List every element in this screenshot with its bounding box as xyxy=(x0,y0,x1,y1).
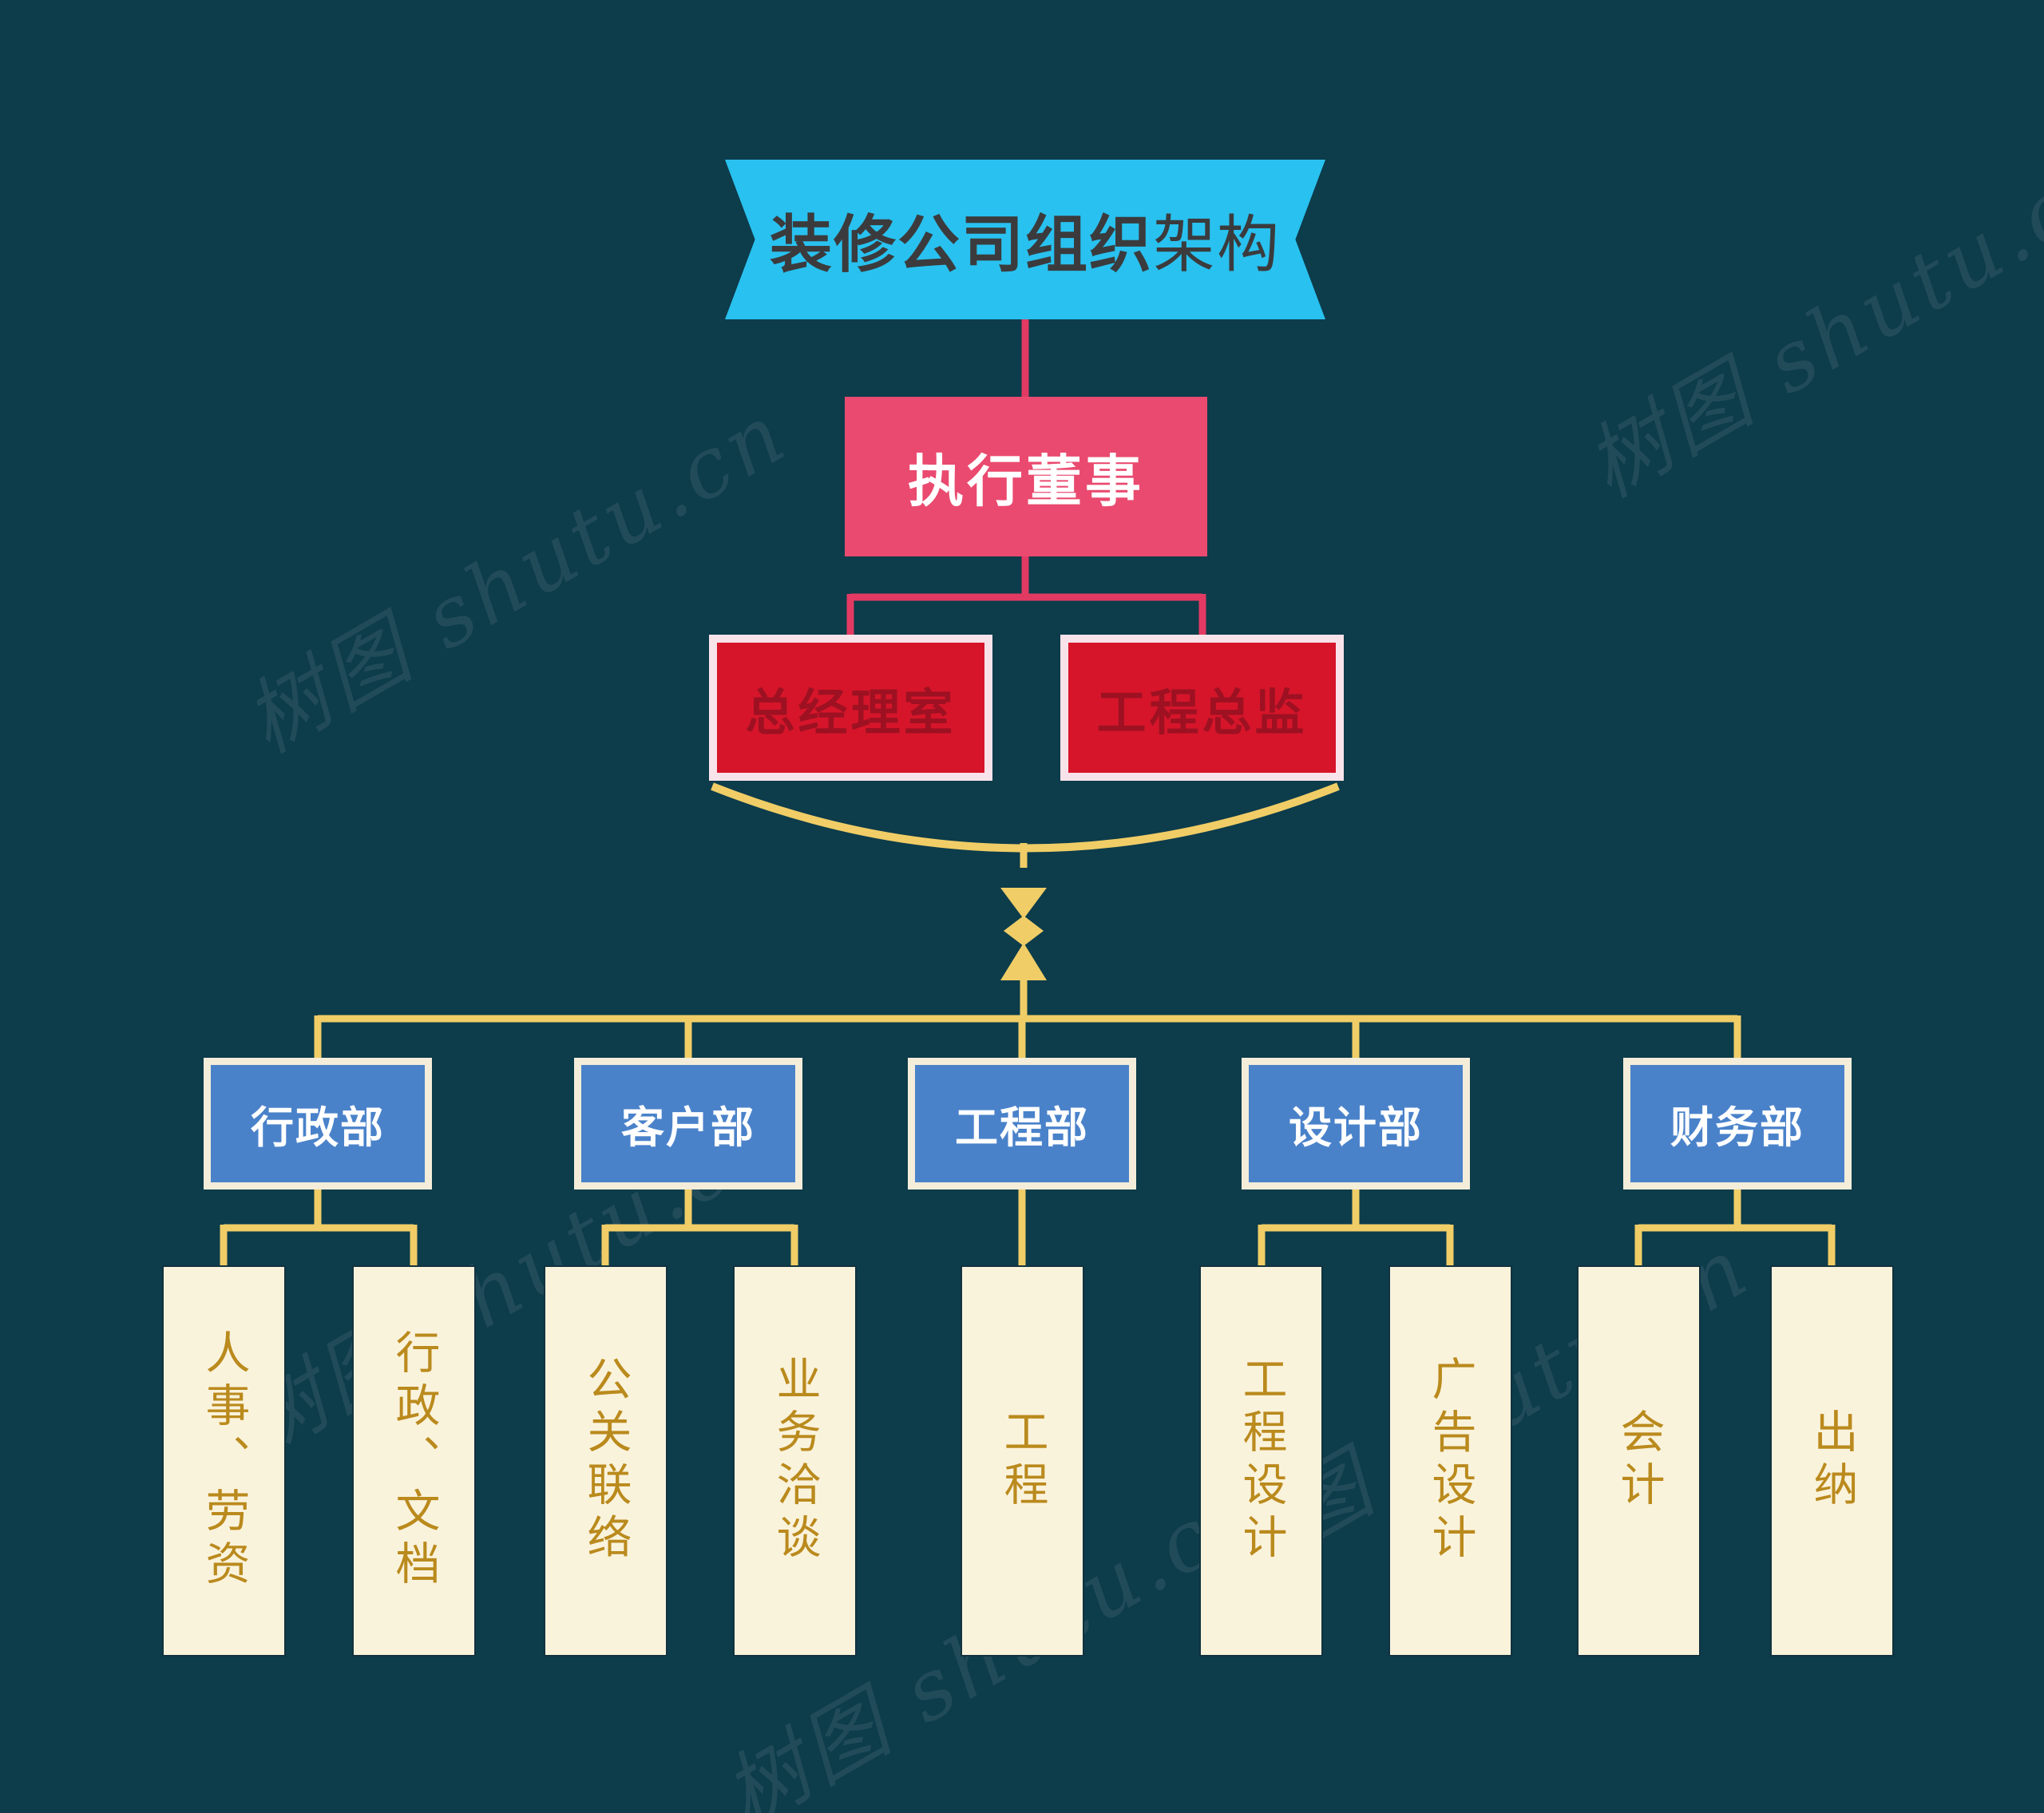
title-banner[interactable]: 装修公司组织架构 xyxy=(725,160,1325,319)
node-label: 行政、文档 xyxy=(388,1329,440,1593)
node-label: 总经理室 xyxy=(745,683,957,742)
node-dept-customer[interactable]: 客户部 xyxy=(574,1058,802,1190)
node-label: 工程部 xyxy=(955,1102,1089,1153)
node-dept-finance[interactable]: 财务部 xyxy=(1623,1058,1852,1190)
node-dept-engineering[interactable]: 工程部 xyxy=(908,1058,1136,1190)
node-engineering-design[interactable]: 工程设计 xyxy=(1199,1265,1323,1657)
node-dept-design[interactable]: 设计部 xyxy=(1242,1058,1470,1190)
node-label: 人事、劳资 xyxy=(198,1329,250,1593)
node-general-manager-office[interactable]: 总经理室 xyxy=(709,635,992,781)
node-admin-documents[interactable]: 行政、文档 xyxy=(352,1265,476,1657)
node-executive-director[interactable]: 执行董事 xyxy=(845,397,1207,556)
node-label: 工程设计 xyxy=(1235,1356,1287,1566)
gold-connectors xyxy=(220,782,1836,1267)
node-label: 设计部 xyxy=(1289,1102,1423,1153)
node-public-relations[interactable]: 公关联络 xyxy=(544,1265,667,1657)
hourglass-icon xyxy=(1000,888,1047,980)
node-label: 会计 xyxy=(1613,1408,1665,1514)
node-label: 公关联络 xyxy=(580,1356,632,1566)
node-label: 财务部 xyxy=(1670,1102,1804,1153)
node-label: 出纳 xyxy=(1806,1408,1858,1514)
title-text-bold: 装修公司组织 xyxy=(769,209,1153,281)
title-text-regular: 架构 xyxy=(1153,209,1281,281)
node-label: 广告设计 xyxy=(1424,1356,1476,1566)
node-personnel-labor[interactable]: 人事、劳资 xyxy=(162,1265,286,1657)
node-advertising-design[interactable]: 广告设计 xyxy=(1388,1265,1512,1657)
node-chief-engineer[interactable]: 工程总监 xyxy=(1060,635,1344,781)
node-label: 业务洽谈 xyxy=(769,1356,821,1566)
node-label: 客户部 xyxy=(621,1102,755,1153)
node-engineering[interactable]: 工程 xyxy=(961,1265,1084,1657)
node-label: 工程 xyxy=(996,1408,1048,1514)
pink-connectors xyxy=(846,318,1206,636)
node-dept-admin[interactable]: 行政部 xyxy=(204,1058,432,1190)
node-cashier[interactable]: 出纳 xyxy=(1770,1265,1894,1657)
node-label: 行政部 xyxy=(251,1102,385,1153)
node-business-negotiation[interactable]: 业务洽谈 xyxy=(733,1265,857,1657)
node-label: 执行董事 xyxy=(908,448,1144,514)
node-accounting[interactable]: 会计 xyxy=(1577,1265,1701,1657)
node-label: 工程总监 xyxy=(1096,683,1308,742)
